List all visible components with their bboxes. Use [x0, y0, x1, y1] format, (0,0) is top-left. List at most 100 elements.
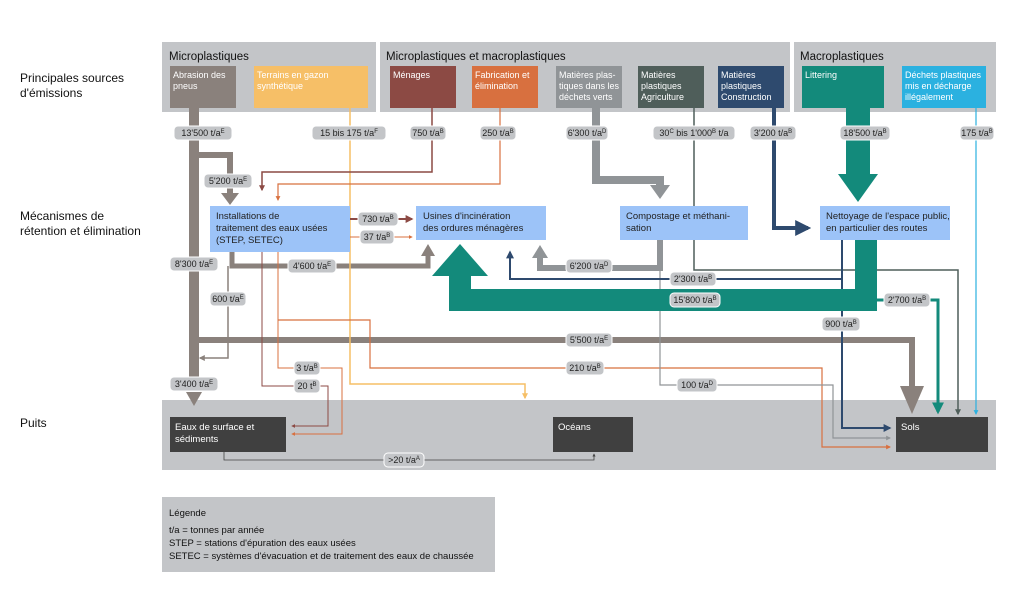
sink-soils — [896, 417, 988, 452]
mechanism-composting — [620, 206, 748, 240]
group-title-macro: Macroplastiques — [800, 51, 884, 63]
flow-label-compost-soil: 100 t/aD — [676, 377, 718, 393]
source-artificial-turf — [254, 66, 368, 108]
flow-labels: 13'500 t/aE 15 bis 175 t/aF 750 t/aB 250 t/… — [169, 125, 995, 468]
flow-label-clean-incin-navy: 2'300 t/aB — [669, 271, 717, 287]
source-illegal-dumping — [902, 66, 986, 108]
flow-manufacturing — [275, 108, 501, 201]
flow-tyre-soil — [194, 337, 915, 388]
flow-label-manuf-soil: 210 t/aB — [565, 360, 605, 376]
legend-box — [162, 497, 495, 572]
flow-label-step-water-brown: 20 tB — [293, 378, 321, 394]
flow-label-water-ocean: >20 t/aA — [383, 452, 425, 468]
sink-oceans — [553, 417, 633, 452]
svg-text:5'500 t/aE: 5'500 t/aE — [570, 335, 608, 345]
svg-text:250 t/aB: 250 t/aB — [482, 128, 514, 138]
flow-construction — [772, 108, 812, 236]
flow-label-construction: 3'200 t/aB — [749, 125, 797, 141]
arrow-tyre-water — [186, 392, 202, 406]
flow-label-clean-soil-navy: 900 t/aB — [821, 316, 861, 332]
flow-compost-soil — [659, 268, 891, 441]
sink-surface-water — [170, 417, 286, 452]
svg-text:20 tB: 20 tB — [297, 381, 316, 391]
svg-text:13'500 t/aE: 13'500 t/aE — [181, 128, 224, 138]
flow-agriculture — [693, 108, 961, 416]
svg-text:8'300 t/aE: 8'300 t/aE — [175, 259, 213, 269]
svg-text:>20 t/aA: >20 t/aA — [388, 455, 420, 465]
flow-step-water — [198, 266, 229, 361]
svg-text:Littering: Littering — [805, 70, 837, 80]
svg-text:3'200 t/aB: 3'200 t/aB — [754, 128, 792, 138]
arrow-tyre-step — [221, 193, 239, 205]
svg-text:3'400 t/aE: 3'400 t/aE — [175, 379, 213, 389]
svg-text:2'300 t/aB: 2'300 t/aB — [674, 274, 712, 284]
svg-text:730 t/aB: 730 t/aB — [362, 214, 394, 224]
svg-text:Océans: Océans — [558, 422, 591, 433]
svg-text:600 t/aE: 600 t/aE — [212, 294, 244, 304]
svg-text:6'300 t/aD: 6'300 t/aD — [568, 128, 607, 138]
legend-title: Légende — [169, 508, 206, 519]
svg-text:900 t/aB: 900 t/aB — [825, 319, 857, 329]
flow-label-compost-incin: 6'200 t/aD — [565, 258, 613, 274]
flow-label-turf: 15 bis 175 t/aF — [311, 125, 387, 141]
group-title-micro-macro: Microplastiques et macroplastiques — [386, 51, 566, 63]
source-tyre-abrasion — [170, 66, 236, 108]
flow-label-step-water: 600 t/aE — [209, 291, 247, 307]
flow-label-step-water-orange: 3 t/aB — [293, 360, 321, 376]
flow-households — [259, 108, 433, 192]
flow-label-tyre-step: 5'200 t/aE — [203, 173, 253, 189]
flow-label-illegal: 175 t/aB — [959, 125, 995, 141]
mechanism-incineration — [416, 206, 546, 240]
legend-item: STEP = stations d'épuration des eaux usé… — [169, 538, 356, 549]
flow-label-step-incin-brown: 730 t/aB — [357, 211, 399, 227]
svg-text:4'600 t/aE: 4'600 t/aE — [293, 261, 331, 271]
flow-label-step-incin-orange: 37 t/aB — [359, 229, 395, 245]
flow-turf — [349, 108, 528, 400]
source-green-waste — [556, 66, 622, 108]
flow-label-greenwaste: 6'300 t/aD — [565, 125, 609, 141]
legend-item: SETEC = systèmes d'évacuation et de trai… — [169, 551, 474, 562]
svg-text:15'800 t/aB: 15'800 t/aB — [673, 295, 716, 305]
flow-label-agriculture: 30C bis 1'000B t/a — [652, 125, 736, 141]
svg-text:750 t/aB: 750 t/aB — [412, 128, 444, 138]
flow-step-water-orange — [277, 252, 343, 436]
svg-text:30C bis 1'000B t/a: 30C bis 1'000B t/a — [659, 128, 728, 138]
svg-text:6'200 t/aD: 6'200 t/aD — [570, 261, 609, 271]
flow-label-littering: 18'500 t/aB — [839, 125, 891, 141]
flow-label-clean-incin-teal: 15'800 t/aB — [669, 292, 721, 308]
svg-text:Nettoyage de l'espace public,e: Nettoyage de l'espace public,en particul… — [826, 211, 950, 234]
mechanism-street-cleaning — [820, 206, 950, 240]
arrow-littering — [838, 174, 878, 202]
svg-text:Sols: Sols — [901, 422, 920, 433]
svg-text:Ménages: Ménages — [393, 70, 431, 80]
flow-label-clean-soil-teal: 2'700 t/aB — [883, 292, 931, 308]
mechanism-wastewater-treatment — [210, 206, 350, 252]
group-title-micro: Microplastiques — [169, 51, 249, 63]
svg-text:3 t/aB: 3 t/aB — [296, 363, 318, 373]
svg-text:15 bis 175 t/aF: 15 bis 175 t/aF — [320, 128, 378, 138]
flow-step-water-brown — [261, 252, 329, 428]
source-manufacturing — [472, 66, 538, 108]
source-agriculture — [638, 66, 704, 108]
svg-text:37 t/aB: 37 t/aB — [364, 232, 391, 242]
svg-text:5'200 t/aE: 5'200 t/aE — [209, 176, 247, 186]
svg-text:18'500 t/aB: 18'500 t/aB — [843, 128, 886, 138]
arrow-step-incin-gray — [421, 244, 435, 256]
legend-item: t/a = tonnes par année — [169, 525, 264, 536]
flow-label-step-incin-gray: 4'600 t/aE — [287, 258, 337, 274]
arrow-clean-incin-teal — [432, 244, 488, 276]
